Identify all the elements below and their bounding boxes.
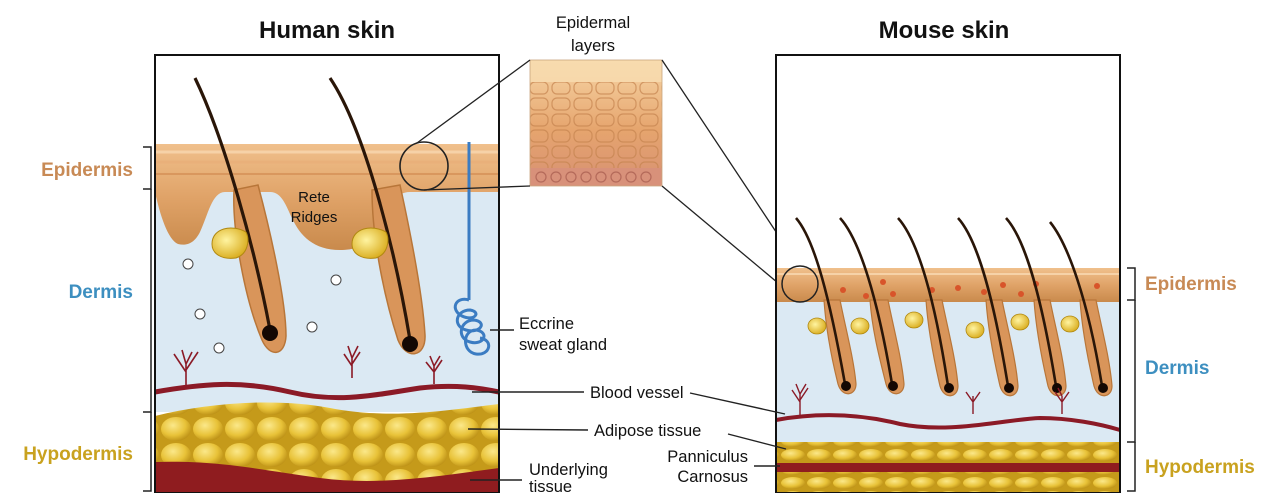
mouse-dermis-label: Dermis <box>1145 358 1209 379</box>
epidermal-layers-inset <box>530 60 662 186</box>
mouse-skin-panel <box>776 55 1120 493</box>
inset-title-line1: Epidermal <box>556 14 630 32</box>
human-epidermis-label: Epidermis <box>41 160 133 181</box>
rete-ridges-label-line2: Ridges <box>291 209 338 226</box>
panniculus-carnosus-band <box>776 463 1120 472</box>
mouse-skin-title: Mouse skin <box>879 17 1010 44</box>
mouse-epidermis-label: Epidermis <box>1145 274 1237 295</box>
panniculus-label-line2: Carnosus <box>677 468 748 486</box>
rete-ridges-label-line1: Rete <box>298 189 330 206</box>
inset-title-line2: layers <box>571 37 615 55</box>
underlying-tissue-label-line2: tissue <box>529 478 572 493</box>
human-hypodermis-label: Hypodermis <box>23 444 133 465</box>
mouse-hypodermis-label: Hypodermis <box>1145 457 1255 478</box>
blood-vessel-label: Blood vessel <box>590 384 684 402</box>
human-dermis-label: Dermis <box>69 282 133 303</box>
eccrine-label-line2: sweat gland <box>519 336 607 354</box>
eccrine-label-line1: Eccrine <box>519 315 574 333</box>
human-skin-title: Human skin <box>259 17 395 44</box>
panniculus-label-line1: Panniculus <box>667 448 748 466</box>
adipose-tissue-label: Adipose tissue <box>594 422 701 440</box>
underlying-tissue-label-line1: Underlying <box>529 461 608 479</box>
